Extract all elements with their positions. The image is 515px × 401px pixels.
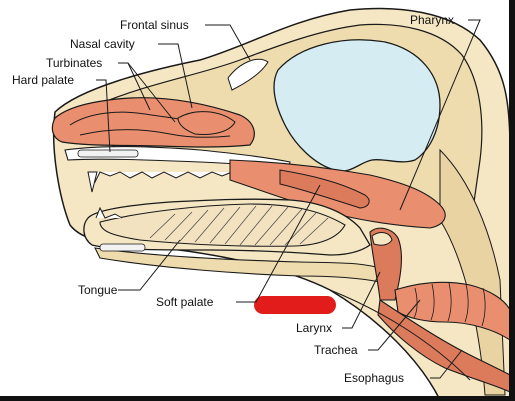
- label-larynx: Larynx: [296, 321, 332, 335]
- label-hard-palate: Hard palate: [12, 73, 74, 87]
- hard-palate-ridge: [78, 150, 138, 157]
- label-soft-palate: Soft palate: [156, 295, 214, 309]
- label-frontal-sinus: Frontal sinus: [120, 18, 189, 32]
- label-trachea: Trachea: [314, 343, 358, 357]
- redaction-bar: [254, 296, 336, 314]
- epiglottis: [372, 233, 392, 246]
- label-nasal-cavity: Nasal cavity: [70, 37, 135, 51]
- mandible-ridge: [100, 244, 145, 251]
- label-turbinates: Turbinates: [46, 56, 102, 70]
- label-esophagus: Esophagus: [344, 371, 404, 385]
- label-tongue: Tongue: [78, 283, 118, 297]
- label-pharynx: Pharynx: [410, 13, 454, 27]
- frame-right: [509, 0, 515, 401]
- frame-bottom: [0, 396, 515, 401]
